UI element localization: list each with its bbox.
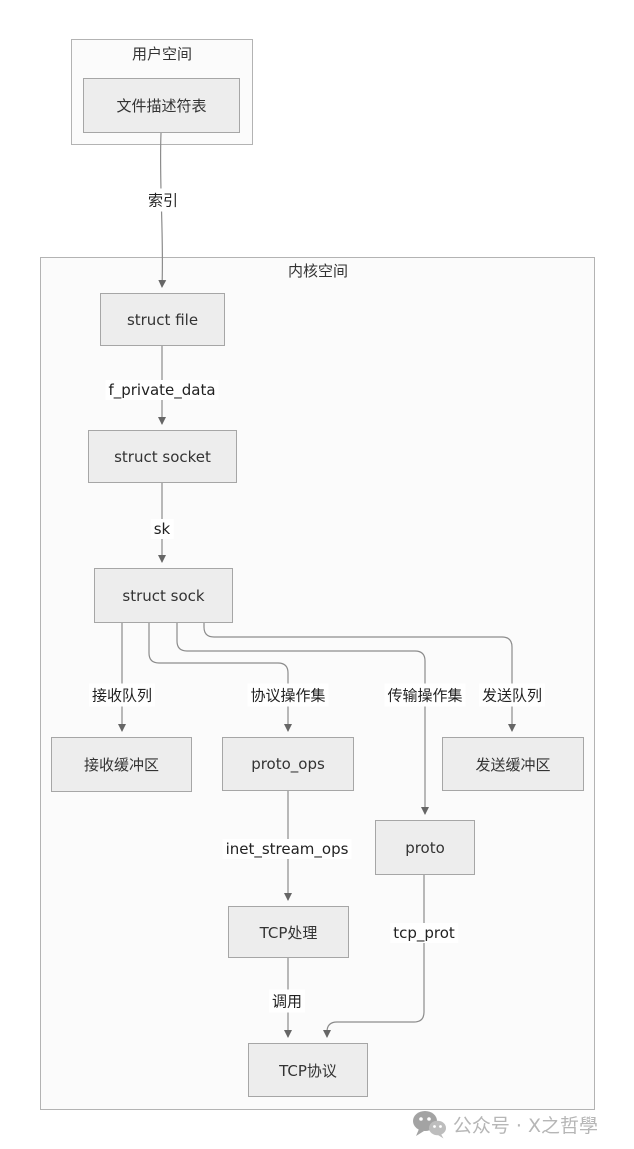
node-send-buffer: 发送缓冲区 xyxy=(442,737,584,791)
edge-label-protocol-ops-set: 协议操作集 xyxy=(247,683,329,707)
node-struct-socket: struct socket xyxy=(88,430,237,483)
edge-label-call: 调用 xyxy=(268,989,306,1013)
edge-label-send-queue: 发送队列 xyxy=(478,683,546,707)
watermark: 公众号 · X之哲學 xyxy=(412,1110,598,1139)
edge-tcp-prot-line xyxy=(323,875,425,1038)
edge-protocol-ops-line xyxy=(148,623,292,732)
edge-label-inet-stream-ops: inet_stream_ops xyxy=(222,839,352,859)
edge-label-tcp-prot: tcp_prot xyxy=(390,923,458,943)
node-tcp-handler: TCP处理 xyxy=(228,906,349,958)
edge-label-sk: sk xyxy=(150,519,174,539)
node-proto: proto xyxy=(375,820,475,875)
edge-label-transport-ops-set: 传输操作集 xyxy=(384,683,466,707)
edge-label-recv-queue: 接收队列 xyxy=(88,683,156,707)
wechat-icon xyxy=(412,1110,446,1139)
node-tcp-protocol: TCP协议 xyxy=(248,1043,368,1097)
watermark-text: 公众号 · X之哲學 xyxy=(452,1115,598,1137)
node-recv-buffer: 接收缓冲区 xyxy=(51,737,192,792)
edge-send-queue-line xyxy=(203,623,516,732)
user-space-label: 用户空间 xyxy=(131,45,193,63)
node-struct-sock: struct sock xyxy=(94,568,233,623)
node-proto-ops: proto_ops xyxy=(222,737,354,791)
edge-transport-ops-line xyxy=(176,623,429,815)
edge-label-index: 索引 xyxy=(144,188,182,212)
node-fd-table: 文件描述符表 xyxy=(83,78,240,133)
kernel-space-label: 内核空间 xyxy=(287,262,349,280)
node-struct-file: struct file xyxy=(100,293,225,346)
edge-label-f-private-data: f_private_data xyxy=(105,380,219,400)
